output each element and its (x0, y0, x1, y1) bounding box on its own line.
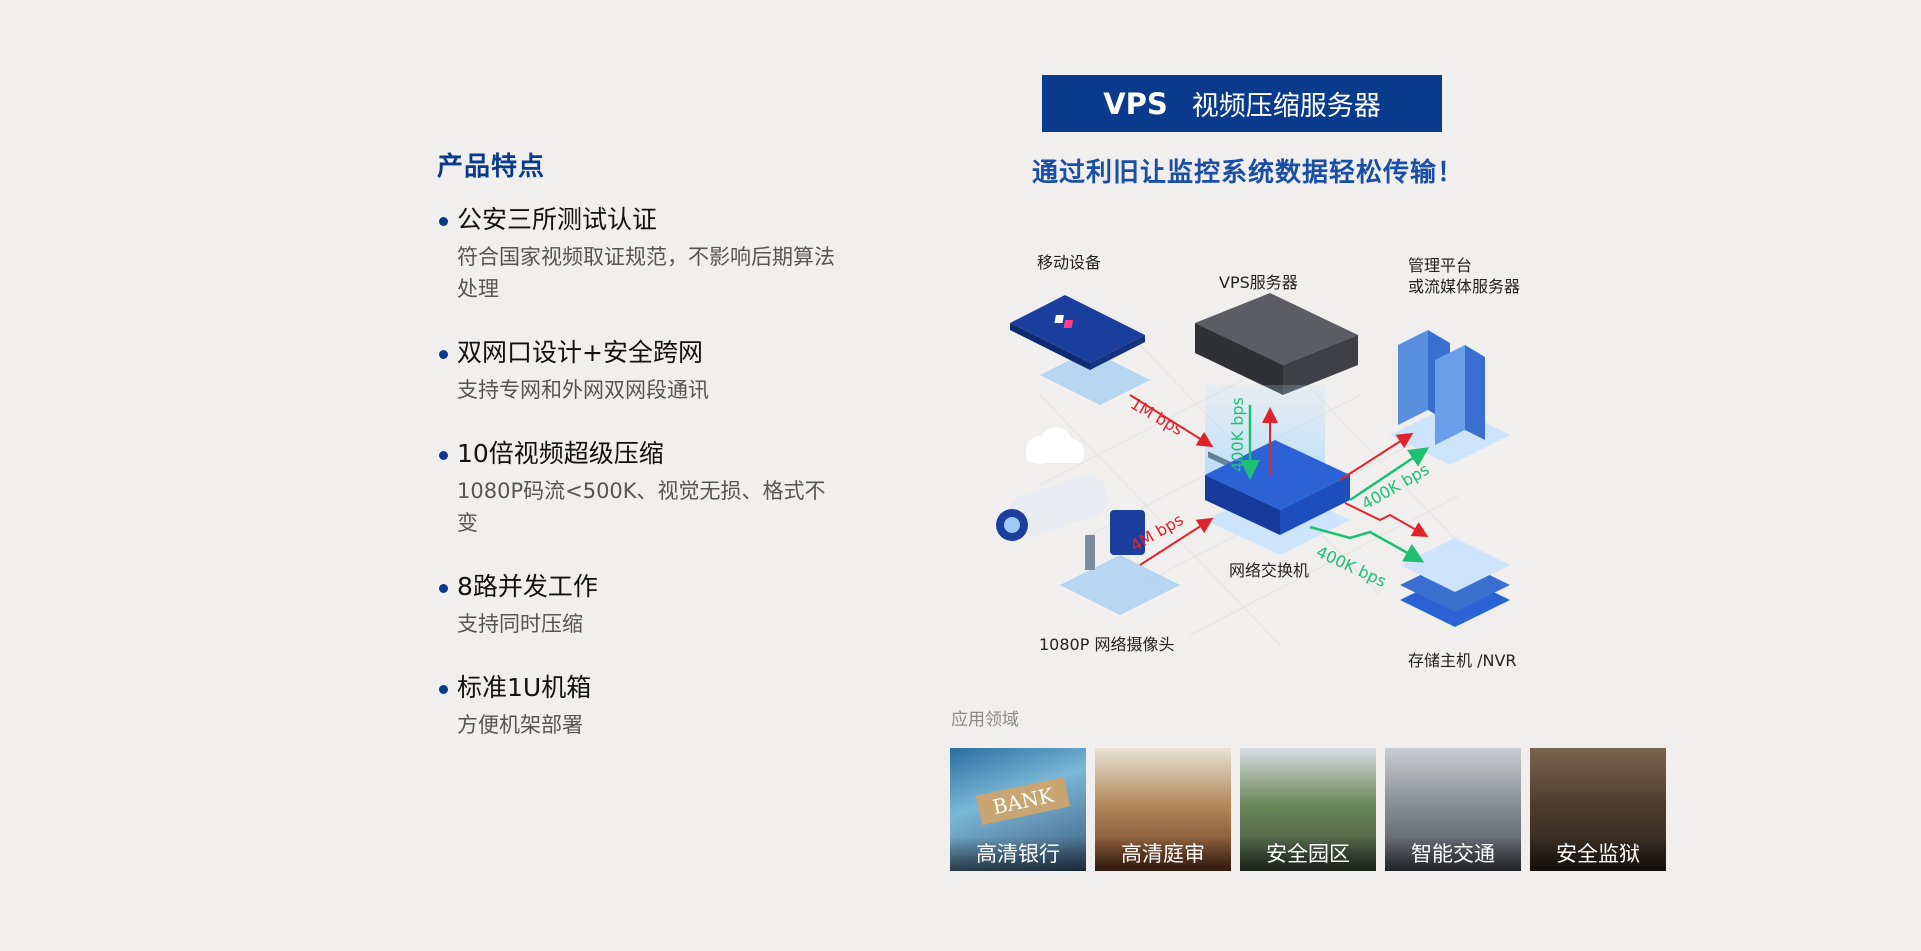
feature-title: 8路并发工作 (457, 572, 598, 601)
bullet-icon (439, 451, 448, 460)
arrow-switch-to-storage-green (1309, 525, 1425, 563)
cloud-icon (1026, 427, 1084, 464)
arrow-camera-to-switch (1139, 517, 1214, 566)
feature-desc: 支持专网和外网双网段通讯 (457, 378, 709, 402)
product-banner: VPS 视频压缩服务器 (1042, 75, 1442, 132)
app-tile-traffic: 智能交通 (1385, 748, 1521, 871)
applications-row: BANK 高清银行 高清庭审 安全园区 智能交通 安全监狱 (950, 748, 1666, 871)
network-diagram: 移动设备 VPS服务器 管理平台 或流媒体服务器 网络交换机 1080P 网络摄… (980, 235, 1540, 675)
bullet-icon (439, 584, 448, 593)
feature-desc: 1080P码流<500K、视觉无损、格式不变 (457, 479, 826, 535)
app-label: 高清银行 (950, 837, 1086, 871)
feature-item: 双网口设计+安全跨网 支持专网和外网双网段通讯 (437, 336, 837, 406)
label-mobile: 移动设备 (1037, 253, 1102, 272)
app-label: 安全园区 (1240, 837, 1376, 871)
storage-nvr-icon (1400, 538, 1510, 627)
feature-item: 公安三所测试认证 符合国家视频取证规范，不影响后期算法处理 (437, 203, 837, 305)
bullet-icon (439, 685, 448, 694)
mobile-device-icon (1010, 295, 1150, 405)
app-label: 智能交通 (1385, 837, 1521, 871)
feature-title: 公安三所测试认证 (457, 205, 658, 234)
app-tile-prison: 安全监狱 (1530, 748, 1666, 871)
bullet-icon (439, 217, 448, 226)
feature-item: 8路并发工作 支持同时压缩 (437, 570, 837, 640)
network-switch-icon (1205, 440, 1350, 555)
app-label: 安全监狱 (1530, 837, 1666, 871)
feature-desc: 支持同时压缩 (457, 612, 583, 636)
label-camera: 1080P 网络摄像头 (1039, 635, 1175, 654)
feature-item: 标准1U机箱 方便机架部署 (437, 671, 837, 741)
tagline: 通过利旧让监控系统数据轻松传输！ (1032, 158, 1465, 188)
label-platform-line2: 或流媒体服务器 (1408, 277, 1521, 296)
app-tile-campus: 安全园区 (1240, 748, 1376, 871)
feature-title: 10倍视频超级压缩 (457, 439, 664, 468)
features-section: 产品特点 公安三所测试认证 符合国家视频取证规范，不影响后期算法处理 双网口设计… (437, 146, 837, 772)
camera-icon (996, 475, 1180, 615)
diagram-graphic (996, 293, 1510, 646)
feature-title: 标准1U机箱 (457, 673, 592, 702)
label-vps-server: VPS服务器 (1219, 273, 1298, 292)
feature-desc: 方便机架部署 (457, 713, 583, 737)
feature-item: 10倍视频超级压缩 1080P码流<500K、视觉无损、格式不变 (437, 437, 837, 539)
banner-title: 视频压缩服务器 (1191, 91, 1381, 122)
app-tile-bank: BANK 高清银行 (950, 748, 1086, 871)
platform-server-icon (1390, 330, 1510, 465)
arrow-switch-to-platform-green (1349, 447, 1430, 502)
rate-vertical: 400K bps (1227, 397, 1247, 472)
features-heading: 产品特点 (437, 152, 546, 182)
applications-heading: 应用领域 (951, 710, 1019, 730)
brand-label: VPS (1103, 86, 1168, 121)
bank-sign: BANK (975, 776, 1071, 826)
app-label: 高清庭审 (1095, 837, 1231, 871)
feature-desc: 符合国家视频取证规范，不影响后期算法处理 (457, 245, 835, 301)
arrow-mobile-to-switch (1129, 394, 1214, 448)
label-platform-line1: 管理平台 (1408, 256, 1473, 275)
arrow-switch-to-platform-red (1339, 432, 1414, 481)
feature-title: 双网口设计+安全跨网 (457, 338, 703, 367)
app-tile-court: 高清庭审 (1095, 748, 1231, 871)
arrow-switch-to-storage-red (1344, 502, 1429, 537)
label-storage: 存储主机 /NVR (1408, 651, 1517, 670)
bullet-icon (439, 350, 448, 359)
label-switch: 网络交换机 (1229, 561, 1310, 580)
